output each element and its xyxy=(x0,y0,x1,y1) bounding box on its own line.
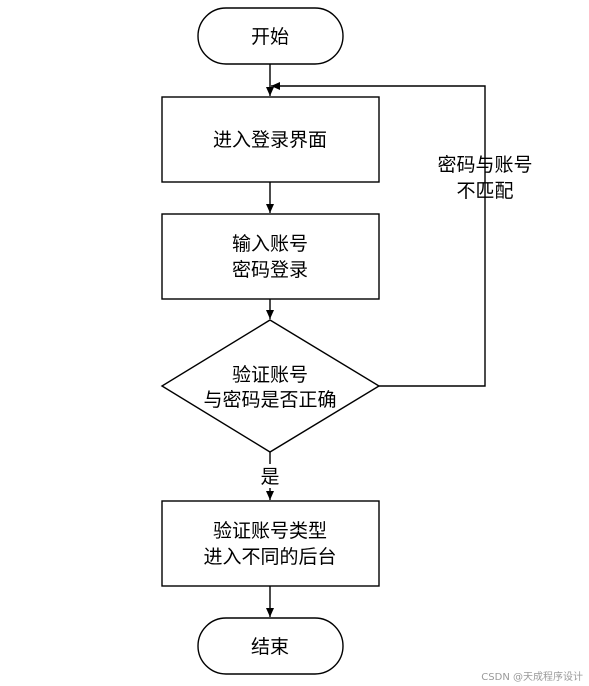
enter-login-box xyxy=(161,96,380,183)
input-credentials-line2: 密码登录 xyxy=(232,259,308,281)
arrow-mismatch-loop xyxy=(271,82,486,387)
route-by-type-box xyxy=(161,500,380,587)
yes-label-bg xyxy=(258,464,282,488)
enter-login-label: 进入登录界面 xyxy=(213,129,327,151)
input-credentials-line1: 输入账号 xyxy=(232,233,308,255)
watermark: CSDN @天成程序设计 xyxy=(481,670,583,683)
input-credentials-box xyxy=(161,213,380,300)
end-label: 结束 xyxy=(251,636,289,658)
end-terminal xyxy=(197,617,344,675)
verify-decision-diamond xyxy=(160,319,381,453)
route-line1: 验证账号类型 xyxy=(213,520,327,542)
route-line2: 进入不同的后台 xyxy=(203,546,336,568)
mismatch-line2: 不匹配 xyxy=(456,180,513,202)
verify-line1: 验证账号 xyxy=(232,364,308,386)
yes-label: 是 xyxy=(260,466,279,488)
verify-line2: 与密码是否正确 xyxy=(203,389,336,411)
mismatch-line1: 密码与账号 xyxy=(437,154,532,176)
start-label: 开始 xyxy=(251,26,289,48)
